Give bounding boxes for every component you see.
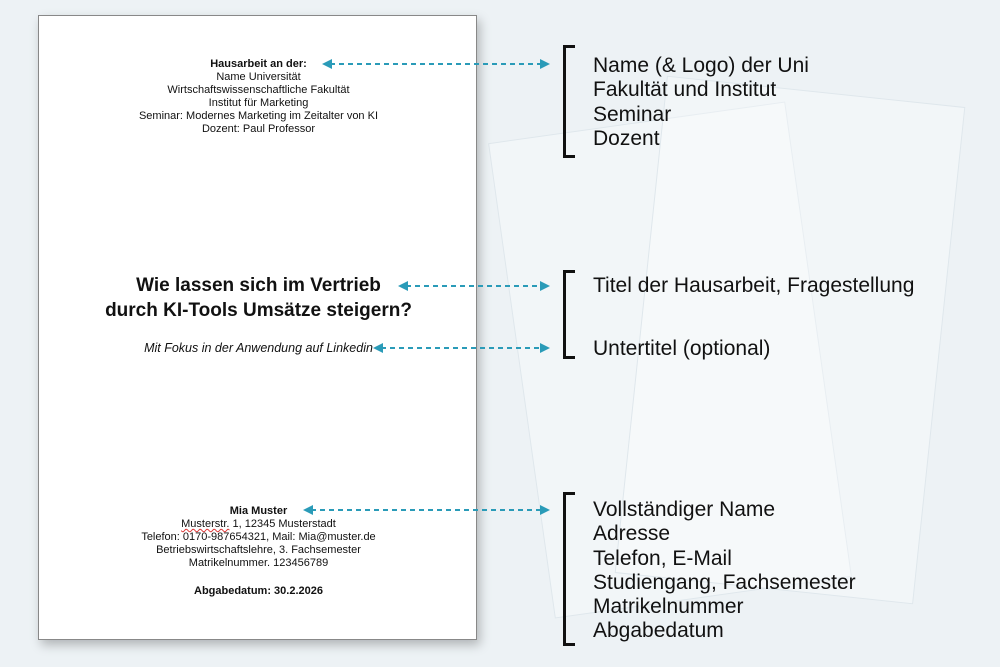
study-program: Betriebswirtschaftslehre, 3. Fachsemeste… [156, 544, 361, 556]
faculty: Wirtschaftswissenschaftliche Fakultät [167, 84, 350, 96]
institute: Institut für Marketing [208, 97, 309, 109]
arrow-subtitle [373, 343, 550, 353]
annotation-item: Matrikelnummer [593, 595, 744, 619]
annotation-item: Seminar [593, 102, 672, 126]
author-name: Mia Muster [229, 505, 288, 517]
annotation-subtitle: Untertitel (optional) [593, 337, 771, 360]
document-title: Wie lassen sich im Vertrieb durch KI-Too… [39, 273, 478, 323]
header-heading: Hausarbeit an der: [210, 58, 307, 70]
matriculation-number: Matrikelnummer. 123456789 [188, 557, 329, 569]
due-date: Abgabedatum: 30.2.2026 [194, 585, 323, 597]
title-line: durch KI-Tools Umsätze steigern? [105, 300, 412, 321]
annotation-item: Telefon, E-Mail [593, 546, 732, 570]
annotation-group-3: Vollständiger Name Adresse Telefon, E-Ma… [593, 498, 856, 644]
title-line: Wie lassen sich im Vertrieb [136, 275, 381, 296]
annotation-item: Name (& Logo) der Uni [593, 54, 809, 77]
annotation-item: Dozent [593, 126, 660, 150]
arrow-title [398, 281, 550, 291]
arrow-author [303, 505, 550, 515]
author-block: Mia Muster Musterstr. 1, 12345 Mustersta… [39, 505, 478, 570]
seminar: Seminar: Modernes Marketing im Zeitalter… [138, 110, 379, 122]
annotation-title: Titel der Hausarbeit, Fragestellung [593, 274, 915, 297]
title-page: Hausarbeit an der: Name Universität Wirt… [38, 15, 477, 640]
annotation-item: Studiengang, Fachsemester [593, 570, 856, 594]
annotation-item: Adresse [593, 522, 671, 546]
bracket-3 [563, 492, 575, 646]
annotation-item: Abgabedatum [593, 619, 724, 643]
bracket-1 [563, 45, 575, 158]
annotation-item: Vollständiger Name [593, 498, 776, 521]
street: Musterstr. [181, 518, 230, 530]
annotation-item: Fakultät und Institut [593, 78, 777, 102]
lecturer: Dozent: Paul Professor [201, 123, 316, 135]
annotation-group-1: Name (& Logo) der Uni Fakultät und Insti… [593, 54, 809, 151]
university-name: Name Universität [216, 71, 301, 83]
bracket-2 [563, 270, 575, 359]
document-subtitle: Mit Fokus in der Anwendung auf Linkedin [144, 341, 373, 355]
arrow-header [322, 59, 550, 69]
header-block: Hausarbeit an der: Name Universität Wirt… [39, 58, 478, 136]
author-address: Musterstr. 1, 12345 Musterstadt [39, 518, 478, 531]
contact: Telefon: 0170-987654321, Mail: Mia@muste… [141, 531, 376, 543]
address-rest: 1, 12345 Musterstadt [229, 518, 336, 530]
